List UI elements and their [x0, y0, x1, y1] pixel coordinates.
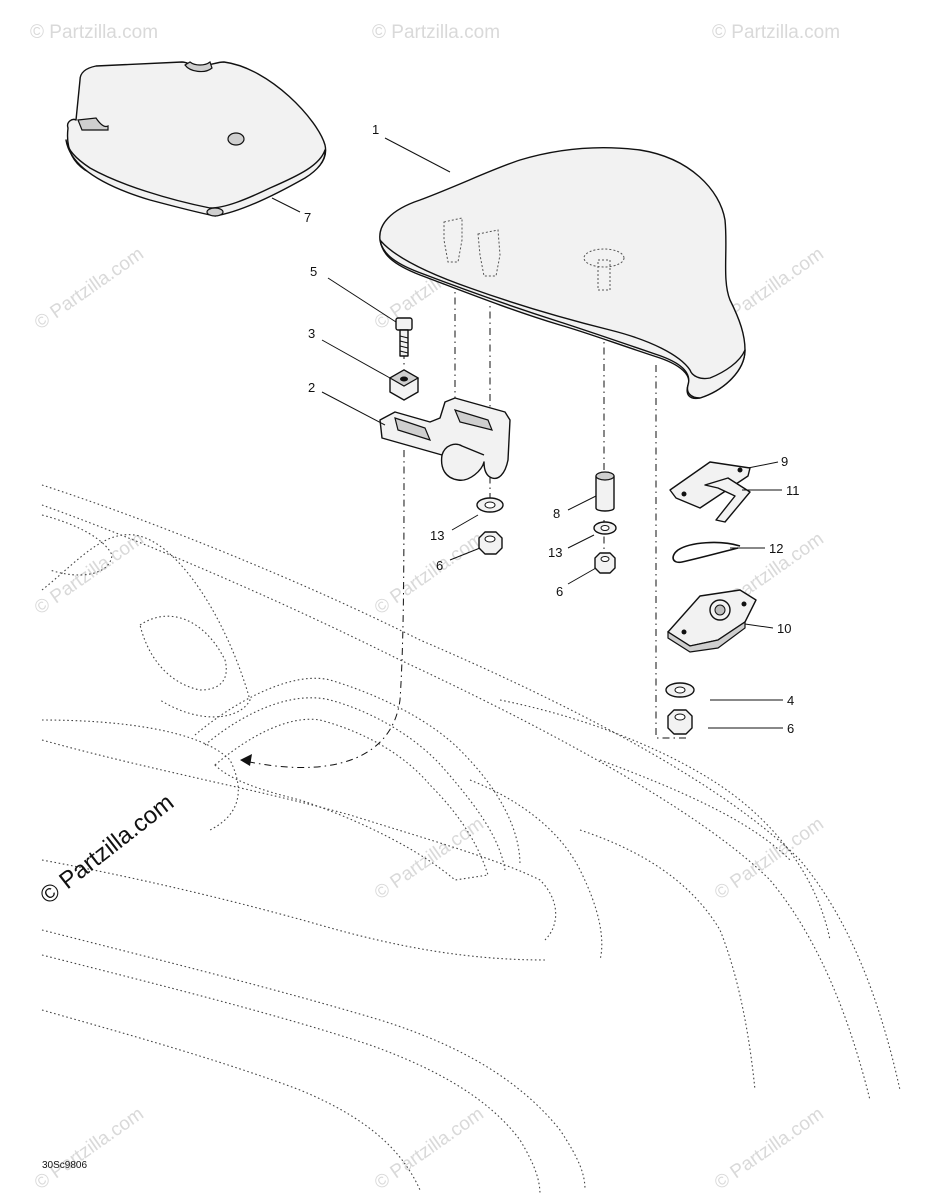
watermark-12: © Partzilla.com: [31, 1103, 148, 1194]
part-11-latch-hook[interactable]: [704, 477, 751, 523]
callout-9: 9: [781, 454, 788, 469]
part-6-nut-left[interactable]: [478, 531, 503, 555]
part-13-washer-right[interactable]: [593, 521, 617, 535]
callout-6-left: 6: [436, 558, 443, 573]
callout-labels: 1 7 5 3 2 13 6 8 13 6 9 11 12 10 4 6: [304, 122, 800, 736]
part-6-nut-lower[interactable]: [667, 709, 693, 735]
callout-10: 10: [777, 621, 791, 636]
watermark-3: © Partzilla.com: [712, 22, 840, 43]
watermark-13: © Partzilla.com: [371, 1103, 488, 1194]
hull-outline: [41, 484, 901, 1196]
callout-7: 7: [304, 210, 311, 225]
callout-6-lower: 6: [787, 721, 794, 736]
part-4-washer[interactable]: [665, 682, 695, 698]
watermark-4: © Partzilla.com: [31, 243, 148, 334]
part-8-spacer[interactable]: [595, 471, 615, 512]
leader-lines: [271, 137, 783, 729]
watermark-main: © Partzilla.com: [35, 789, 179, 910]
callout-4: 4: [787, 693, 794, 708]
callout-1: 1: [372, 122, 379, 137]
callout-5: 5: [310, 264, 317, 279]
part-7-cover[interactable]: [65, 60, 327, 217]
callout-3: 3: [308, 326, 315, 341]
arrow-head: [240, 754, 252, 766]
part-1-seat[interactable]: [379, 147, 746, 400]
drawing-code: 30Sc9806: [42, 1160, 87, 1171]
callout-12: 12: [769, 541, 783, 556]
callout-8: 8: [553, 506, 560, 521]
part-10-latch[interactable]: [667, 589, 757, 653]
part-12-pin[interactable]: [672, 541, 741, 564]
part-5-bolt[interactable]: [395, 317, 413, 357]
callout-6-right: 6: [556, 584, 563, 599]
part-2-bracket[interactable]: [379, 397, 511, 481]
part-13-washer-left[interactable]: [476, 497, 504, 513]
watermark-1: © Partzilla.com: [30, 22, 158, 43]
callout-13-left: 13: [430, 528, 444, 543]
callout-13-right: 13: [548, 545, 562, 560]
part-6-nut-right[interactable]: [594, 552, 616, 574]
watermark-2: © Partzilla.com: [372, 22, 500, 43]
part-3-square-nut[interactable]: [388, 369, 420, 401]
watermark-11: © Partzilla.com: [711, 813, 828, 904]
callout-2: 2: [308, 380, 315, 395]
callout-11: 11: [786, 483, 800, 498]
watermark-14: © Partzilla.com: [711, 1103, 828, 1194]
